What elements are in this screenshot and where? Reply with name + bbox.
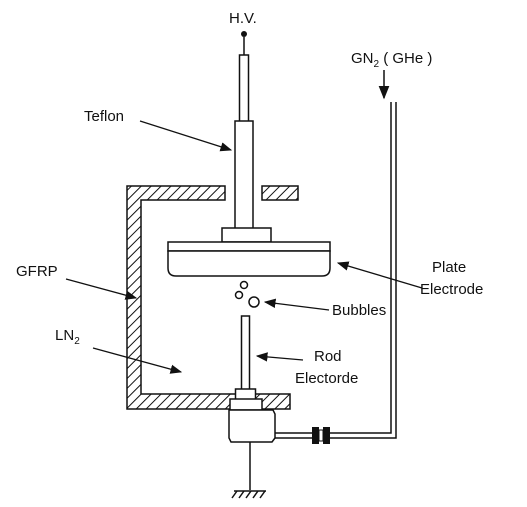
arrow-rod-electrode (255, 352, 304, 362)
ground-icon (231, 490, 266, 499)
rod-electrode-label: Rod Electorde (295, 348, 358, 387)
arrow-ln2 (92, 347, 183, 374)
arrow-plate-electrode (336, 261, 423, 289)
arrow-gfrp (65, 278, 138, 300)
gas-label: GN2 ( GHe ) (351, 50, 432, 70)
hv-terminal (238, 31, 250, 124)
bubbles-label: Bubbles (332, 302, 386, 319)
rod-electrode (234, 315, 257, 402)
gfrp-label: GFRP (16, 263, 58, 280)
plate-electrode (167, 227, 331, 277)
hv-label: H.V. (229, 10, 257, 27)
teflon-insulator (234, 120, 254, 230)
base-mount (228, 398, 276, 490)
gas-valve (312, 427, 330, 444)
ln2-label: LN2 (55, 327, 80, 347)
arrow-bubbles (263, 298, 330, 311)
gfrp-vessel (126, 185, 299, 410)
teflon-label: Teflon (84, 108, 124, 125)
arrow-teflon (139, 120, 233, 152)
leader-arrows (65, 120, 423, 374)
bubbles (234, 280, 260, 308)
plate-electrode-label: Plate Electrode (420, 259, 483, 298)
